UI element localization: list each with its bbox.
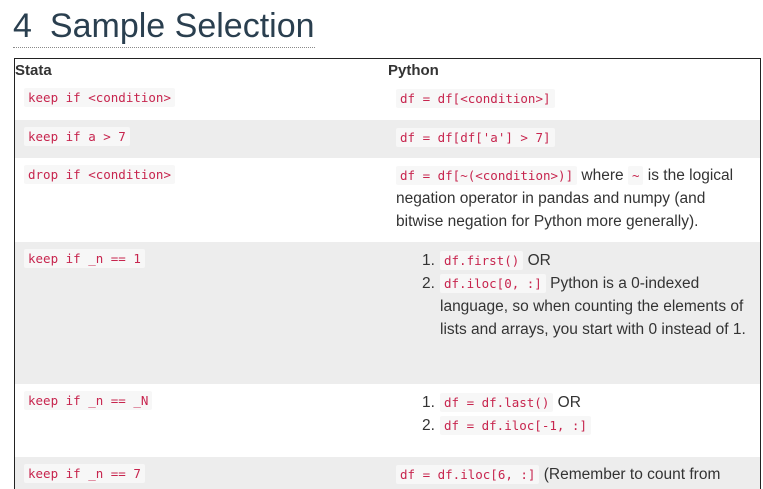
python-list: 1.df.first() OR 2.df.iloc[0, :] Python i… <box>396 249 754 341</box>
stata-code: drop if <condition> <box>24 165 175 184</box>
python-cell: 1.df = df.last() OR 2.df = df.iloc[-1, :… <box>396 391 754 437</box>
list-item: 1.df = df.last() OR <box>422 393 581 412</box>
python-code: df = df.last() <box>440 393 554 412</box>
python-code: df = df[df['a'] > 7] <box>396 128 555 147</box>
python-code: df = df[~(<condition>)] <box>396 166 578 185</box>
stata-code: keep if _n == _N <box>24 391 153 410</box>
python-code: ~ <box>627 166 644 185</box>
stata-code: keep if _n == 1 <box>24 249 145 268</box>
python-text: (Remember to count from <box>539 466 721 483</box>
python-cell: df = df[~(<condition>)] where ~ is the l… <box>396 164 754 233</box>
python-cell: 1.df.first() OR 2.df.iloc[0, :] Python i… <box>396 249 754 341</box>
python-code: df = df[<condition>] <box>396 89 555 108</box>
python-text: is the logical negation operator in pand… <box>396 167 734 230</box>
list-item: 2.df.iloc[0, :] Python is a 0-indexed la… <box>422 274 746 338</box>
stata-code: keep if a > 7 <box>24 127 130 146</box>
list-item: 2.df = df.iloc[-1, :] <box>422 414 754 437</box>
python-cell: df = df.iloc[6, :] (Remember to count fr… <box>396 463 754 486</box>
table-row: keep if _n == 7 df = df.iloc[6, :] (Reme… <box>15 457 760 489</box>
table-row: keep if _n == 1 1.df.first() OR 2.df.ilo… <box>15 242 760 384</box>
python-code: df = df.iloc[6, :] <box>396 465 540 484</box>
python-list: 1.df = df.last() OR 2.df = df.iloc[-1, :… <box>396 391 754 437</box>
list-item: 1.df.first() OR <box>422 251 551 270</box>
section-title: Sample Selection <box>49 7 315 45</box>
table-row: keep if a > 7 df = df[df['a'] > 7] <box>15 120 760 158</box>
table-row: keep if <condition> df = df[<condition>] <box>15 81 760 120</box>
table-row: keep if _n == _N 1.df = df.last() OR 2.d… <box>15 384 760 457</box>
section-number: 4 <box>13 7 32 45</box>
stata-code: keep if <condition> <box>24 88 175 107</box>
stata-code: keep if _n == 7 <box>24 464 145 483</box>
python-code: df = df.iloc[-1, :] <box>440 416 591 435</box>
column-header-stata: Stata <box>15 62 52 79</box>
section-heading: 4 Sample Selection <box>13 6 315 48</box>
table-row: drop if <condition> df = df[~(<condition… <box>15 158 760 242</box>
python-text: where <box>577 167 628 184</box>
comparison-table: Stata Python keep if <condition> df = df… <box>14 58 761 489</box>
column-header-python: Python <box>388 62 439 79</box>
python-code: df.first() <box>440 251 524 270</box>
python-code: df.iloc[0, :] <box>440 274 546 293</box>
